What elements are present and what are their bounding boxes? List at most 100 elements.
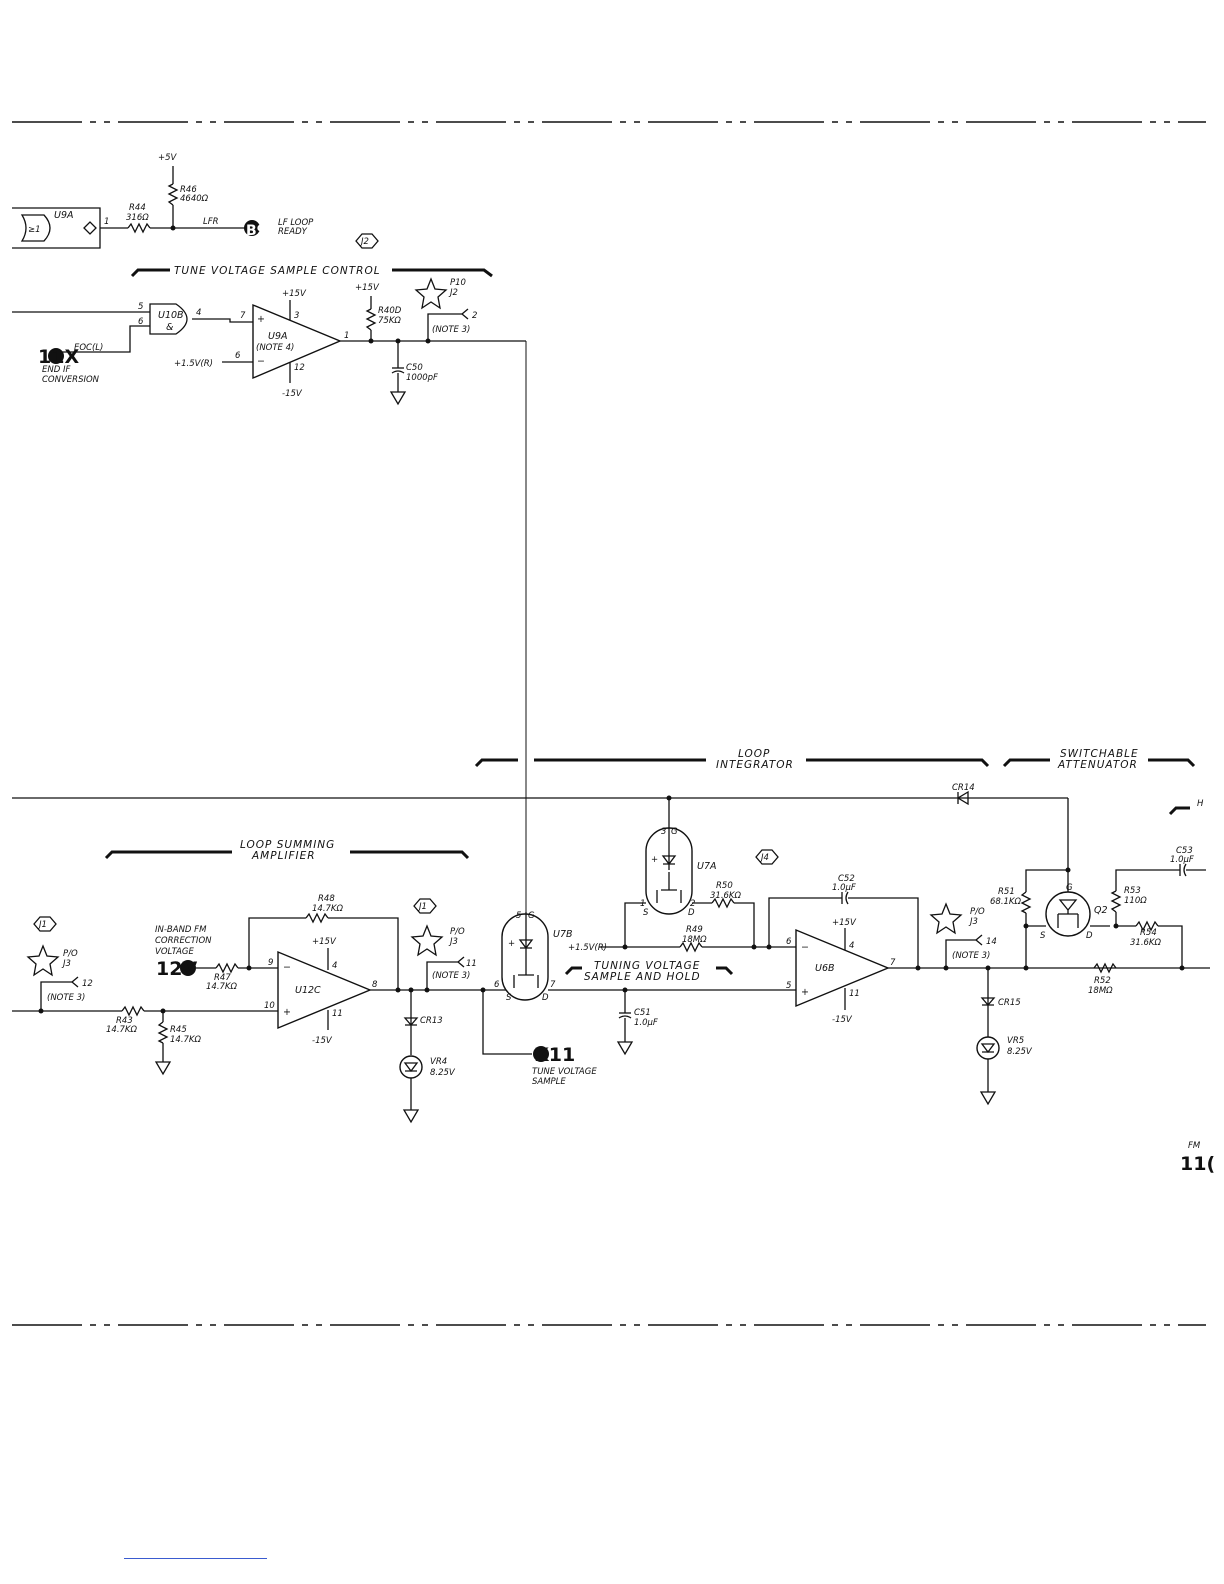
switchable-attenuator-block: R51 68.1KΩ G S D Q2 R53 110Ω C53 1.0μF R… (990, 798, 1206, 996)
vr4-value: 8.25V (430, 1068, 456, 1078)
vr4-zener-icon (399, 1055, 423, 1079)
r45-value: 14.7KΩ (170, 1035, 201, 1045)
c51-value: 1.0μF (634, 1018, 658, 1028)
u9a-bias-label: +1.5V(R) (174, 359, 213, 369)
lfr-net-label: LFR (203, 217, 219, 227)
b9-connector: B9 (246, 223, 266, 239)
r45-resistor (157, 1021, 169, 1044)
r48-resistor (305, 912, 329, 924)
ground-icon (616, 1041, 634, 1056)
svg-text:2: 2 (690, 899, 695, 909)
section-brackets: LOOP INTEGRATOR SWITCHABLE ATTENUATOR LO… (104, 748, 1215, 1175)
svg-text:+: + (257, 314, 265, 325)
connector-arrow-icon (461, 308, 469, 320)
u6b-label: U6B (815, 963, 835, 974)
svg-text:+: + (508, 939, 515, 949)
svg-text:12: 12 (294, 363, 305, 373)
svg-text:G: G (528, 911, 535, 921)
svg-text:4: 4 (849, 941, 854, 951)
u6b-op-amp (795, 928, 890, 1008)
r45-label: R45 (170, 1025, 187, 1035)
svg-text:+: + (283, 1007, 291, 1018)
11x-connector: 11X (38, 346, 79, 368)
r51-resistor (1020, 891, 1032, 914)
r46-value: 4640Ω (180, 194, 209, 204)
cut-off-11-label: 11( (1180, 1153, 1215, 1175)
inverter-diamond-icon (83, 221, 97, 235)
j1-ref-hexagon-2 (413, 898, 437, 914)
k11-connector: K11 (534, 1044, 575, 1066)
r47-label: R47 (214, 973, 231, 983)
r54-label: R54 (1140, 928, 1157, 938)
cut-off-fm-label: FM (1188, 1141, 1201, 1151)
cr14-label: CR14 (952, 783, 975, 793)
svg-text:J1: J1 (37, 920, 47, 930)
svg-text:−: − (283, 962, 291, 973)
svg-text:D: D (1086, 931, 1093, 941)
u12c-label: U12C (295, 985, 321, 996)
voltage-label: VOLTAGE (155, 947, 194, 957)
r51-value: 68.1KΩ (990, 897, 1021, 907)
r40d-value: 75KΩ (378, 316, 401, 326)
r52-value: 18MΩ (1088, 986, 1113, 996)
u12c-plus15: +15V (312, 937, 337, 947)
svg-text:8: 8 (372, 980, 378, 990)
correction-label: CORRECTION (155, 936, 212, 946)
ground-icon (979, 1091, 997, 1106)
svg-text:11: 11 (332, 1009, 343, 1019)
svg-text:11: 11 (466, 959, 477, 969)
svg-text:J3: J3 (968, 917, 978, 927)
r40d-resistor (365, 308, 377, 331)
sample-hold-title: SAMPLE AND HOLD (584, 971, 701, 983)
12v-connector: 12V (156, 958, 197, 980)
svg-text:7: 7 (890, 958, 896, 968)
svg-text:7: 7 (550, 980, 556, 990)
svg-text:12: 12 (82, 979, 93, 989)
conversion-label: CONVERSION (42, 375, 100, 385)
u6b-minus15: -15V (832, 1015, 853, 1025)
r52-resistor (1093, 962, 1117, 974)
svg-text:S: S (643, 908, 649, 918)
r46-resistor (167, 183, 179, 206)
c52-label: C52 (838, 874, 855, 884)
lf-loop-label: LF LOOP (278, 218, 314, 228)
svg-text:14: 14 (986, 937, 997, 947)
svg-text:4: 4 (196, 308, 201, 318)
r49-resistor (679, 941, 703, 953)
u7a-label: U7A (697, 861, 717, 872)
loop-integrator-block: CR14 C52 1.0μF U6B − + 6 5 +15V 4 -15V 1… (12, 783, 1210, 1106)
q2-gate-arrow (1058, 899, 1078, 912)
tvsc-note3: (NOTE 3) (432, 325, 470, 335)
u7a-bias-label: +1.5V(R) (568, 943, 607, 953)
r44-label: R44 (129, 203, 146, 213)
svg-text:J3: J3 (448, 937, 458, 947)
plus5v-label: +5V (158, 153, 178, 163)
r46-label: R46 (180, 185, 197, 195)
r48-value: 14.7KΩ (312, 904, 343, 914)
svg-text:J4: J4 (759, 853, 769, 863)
svg-text:J3: J3 (61, 959, 71, 969)
j2-ref-hexagon (355, 233, 379, 249)
j1-ref-hexagon (33, 916, 57, 932)
sample-and-hold-block: + 5 G S D U7B 6 7 K11 TUNE VOLTAGE SAMPL… (480, 798, 796, 1087)
svg-text:6: 6 (786, 937, 792, 947)
amplifier-label: AMPLIFIER (251, 850, 316, 862)
ground-icon (389, 391, 407, 406)
r53-resistor (1110, 890, 1122, 913)
cr15-label: CR15 (998, 998, 1021, 1008)
vr5-label: VR5 (1007, 1036, 1024, 1046)
sample-label: SAMPLE (532, 1077, 566, 1087)
r43-value: 14.7KΩ (106, 1025, 137, 1035)
c52-capacitor (845, 891, 849, 905)
svg-text:+: + (801, 987, 809, 998)
svg-text:P/O: P/O (450, 927, 465, 937)
svg-text:1: 1 (344, 331, 349, 341)
svg-text:5: 5 (138, 302, 143, 312)
svg-text:5: 5 (516, 911, 521, 921)
svg-text:4: 4 (332, 961, 337, 971)
c51-label: C51 (634, 1008, 651, 1018)
cr13-label: CR13 (420, 1016, 443, 1026)
svg-text:J2: J2 (448, 288, 458, 298)
svg-text:S: S (506, 993, 512, 1003)
j4-ref-hexagon (755, 849, 779, 865)
